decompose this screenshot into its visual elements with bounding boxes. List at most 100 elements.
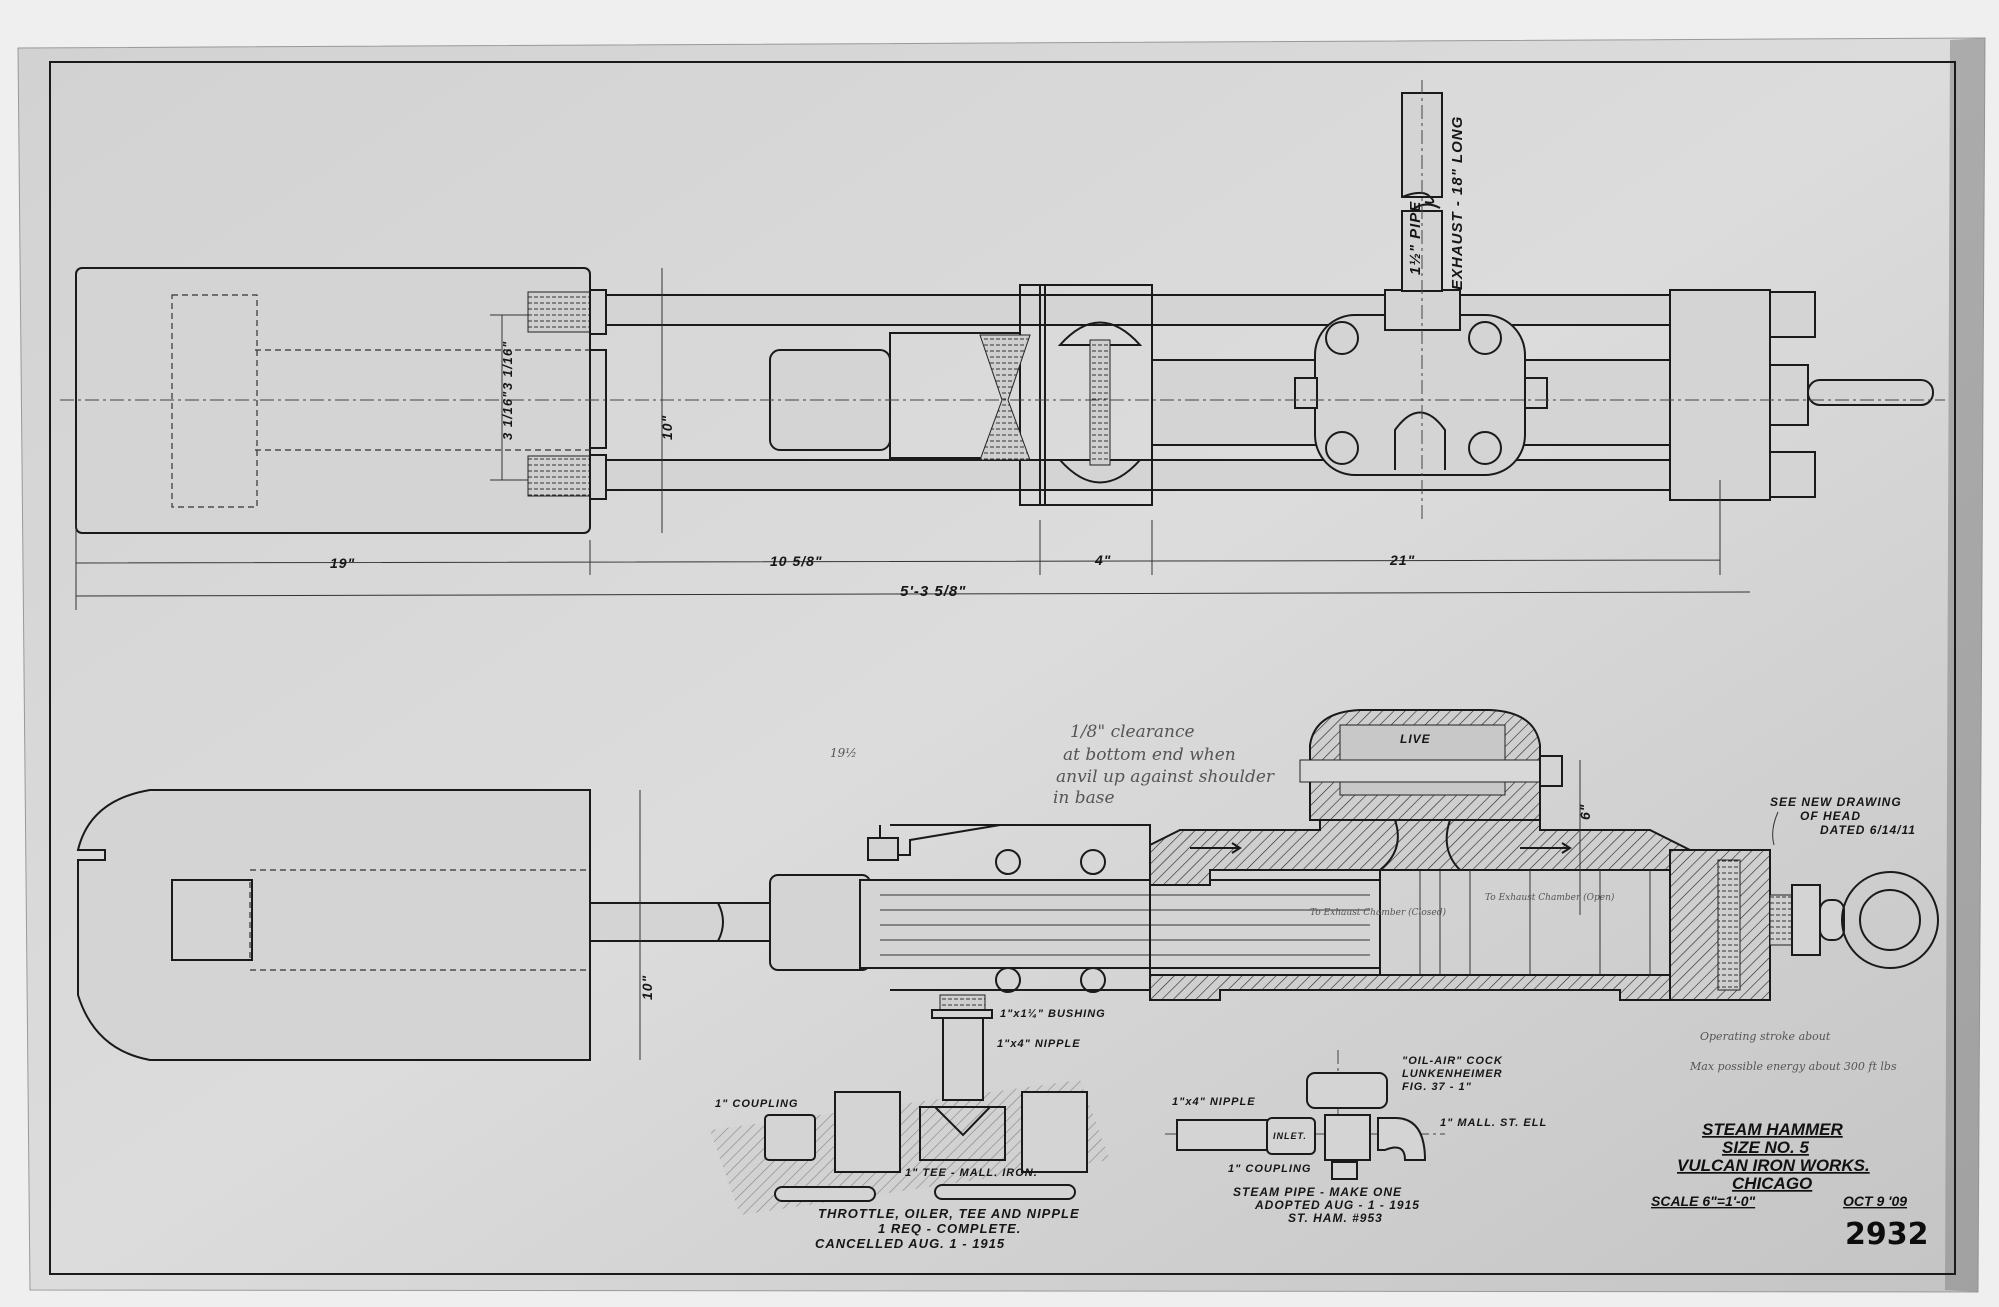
steam-coupling (1266, 1117, 1316, 1155)
steam-pipe-detail (1165, 1050, 1445, 1180)
dim-label-lower: 3 1/16" (500, 391, 515, 440)
chest-bolt (1468, 431, 1502, 465)
see-new-drawing-note: OF HEAD (1800, 809, 1861, 823)
rod-break (717, 902, 724, 942)
head-nut-bottom (1769, 451, 1816, 498)
bolt-lens (1057, 321, 1143, 484)
scale-label: SCALE 6"=1'-0" (1651, 1193, 1756, 1209)
dim-label-4: 4" (1094, 552, 1111, 568)
collar-bottom (589, 454, 607, 500)
flow-arrow-left (1190, 842, 1242, 854)
pipe-break-symbol (1401, 191, 1441, 211)
chest-bolt (1325, 321, 1359, 355)
piston-rings (1419, 870, 1651, 975)
lug-hole (1080, 849, 1106, 875)
eye-bolt-shank (1769, 364, 1809, 426)
head-nut-top (1769, 291, 1816, 338)
steam-coupling-label: 1" COUPLING (1228, 1163, 1311, 1175)
throttle-caption: THROTTLE, OILER, TEE AND NIPPLE (818, 1206, 1080, 1221)
dim-label-19: 19" (330, 555, 355, 571)
nipple (942, 1017, 984, 1101)
flow-arrow-right (1520, 842, 1572, 854)
side-stud-left (1294, 377, 1318, 409)
exhaust-closed-note: To Exhaust Chamber (Closed) (1310, 907, 1447, 918)
lug-nut (867, 837, 899, 861)
bushing-label: 1"x1¼" BUSHING (1000, 1008, 1106, 1020)
title-block: STEAM HAMMER SIZE NO. 5 VULCAN IRON WORK… (1651, 1120, 1929, 1252)
inlet-label: INLET. (1273, 1131, 1307, 1141)
clearance-line: at bottom end when (1063, 745, 1236, 765)
throttle-valve-left (834, 1091, 901, 1173)
valve-nut (1539, 755, 1563, 787)
section-view (76, 709, 1939, 1061)
dim-line-segments (75, 480, 1721, 610)
valve-cap (1394, 411, 1446, 470)
eye-bolt-neck (1819, 899, 1845, 941)
tee-label: 1" TEE - MALL. IRON. (905, 1167, 1038, 1179)
nipple-label: 1"x4" NIPPLE (997, 1038, 1081, 1050)
anvil-die-outline (171, 294, 258, 508)
dim-label-height: 10" (659, 415, 675, 440)
side-mark: 19½ (830, 746, 857, 760)
dim-line-3-16 (490, 314, 528, 481)
see-new-drawing-note: SEE NEW DRAWING (1770, 795, 1902, 809)
title-line-1: STEAM HAMMER (1702, 1120, 1843, 1139)
throttle-hatch-field (710, 1080, 1110, 1215)
eye-ring-outer (1841, 871, 1939, 969)
rod-nut-bottom (527, 455, 591, 497)
throttle-caption: 1 REQ - COMPLETE. (878, 1221, 1021, 1236)
ram-housing (889, 332, 1021, 459)
live-label: LIVE (1400, 732, 1431, 746)
title-line-3: VULCAN IRON WORKS. (1677, 1156, 1870, 1175)
valve-spindle (1299, 759, 1541, 783)
coupling-label: 1" COUPLING (715, 1098, 798, 1110)
title-line-4: CHICAGO (1732, 1174, 1812, 1193)
valve-hourglass (979, 334, 1031, 461)
ram-rod-shading (880, 894, 1370, 956)
eye-bolt-thread (1769, 894, 1793, 946)
bushing-flange (931, 1009, 993, 1019)
street-ell (1377, 1117, 1427, 1161)
head-packing (1717, 859, 1741, 991)
drawing-border (49, 61, 1956, 1275)
pipe-note: 1½" PIPE (1407, 201, 1424, 275)
dim-10-label: 10" (639, 975, 655, 1000)
operating-note: Operating stroke about (1700, 1030, 1831, 1043)
dim-6-label: 6" (1577, 804, 1593, 820)
coupling-left (764, 1114, 816, 1161)
cylinder-wall-top (1149, 789, 1691, 886)
lug-hole (1080, 967, 1106, 993)
date-label: OCT 9 '09 (1843, 1193, 1907, 1209)
exhaust-note: EXHAUST - 18" LONG (1449, 116, 1466, 290)
see-new-drawing-note: DATED 6/14/11 (1820, 823, 1916, 837)
ram-collar (769, 874, 871, 971)
dim-label-10-5-8: 10 5/8" (770, 553, 823, 569)
piston-stub (589, 349, 607, 449)
throttle-detail (710, 994, 1110, 1215)
clearance-line: anvil up against shoulder (1056, 767, 1275, 787)
operating-note: Max possible energy about 300 ft lbs (1689, 1060, 1897, 1073)
chest-bolt (1468, 321, 1502, 355)
anvil-die-hidden (255, 349, 590, 451)
tie-rod-top (589, 294, 1671, 326)
exhaust-open-note: To Exhaust Chamber (Open) (1485, 892, 1615, 903)
lug-hole (995, 967, 1021, 993)
handle-right (934, 1184, 1076, 1200)
dim-label-upper: 3 1/16" (500, 341, 515, 390)
cock-body (1324, 1114, 1371, 1161)
dim-line-overall (75, 591, 1751, 597)
cock-label: FIG. 37 - 1" (1402, 1081, 1472, 1093)
throttle-valve-right (1021, 1091, 1088, 1173)
steam-nipple (1176, 1119, 1273, 1151)
drawing-number: 2932 (1845, 1217, 1929, 1252)
cock-nut (1331, 1161, 1358, 1180)
cock-label: "OIL-AIR" COCK (1402, 1055, 1503, 1067)
ell-label: 1" MALL. ST. ELL (1440, 1117, 1547, 1129)
right-edge-shadow (1945, 38, 1985, 1292)
steam-caption: ST. HAM. #953 (1288, 1211, 1383, 1225)
tee-fitting (919, 1106, 1006, 1161)
dim-label-overall: 5'-3 5/8" (900, 583, 966, 600)
eye-bolt-nut (1791, 884, 1821, 956)
